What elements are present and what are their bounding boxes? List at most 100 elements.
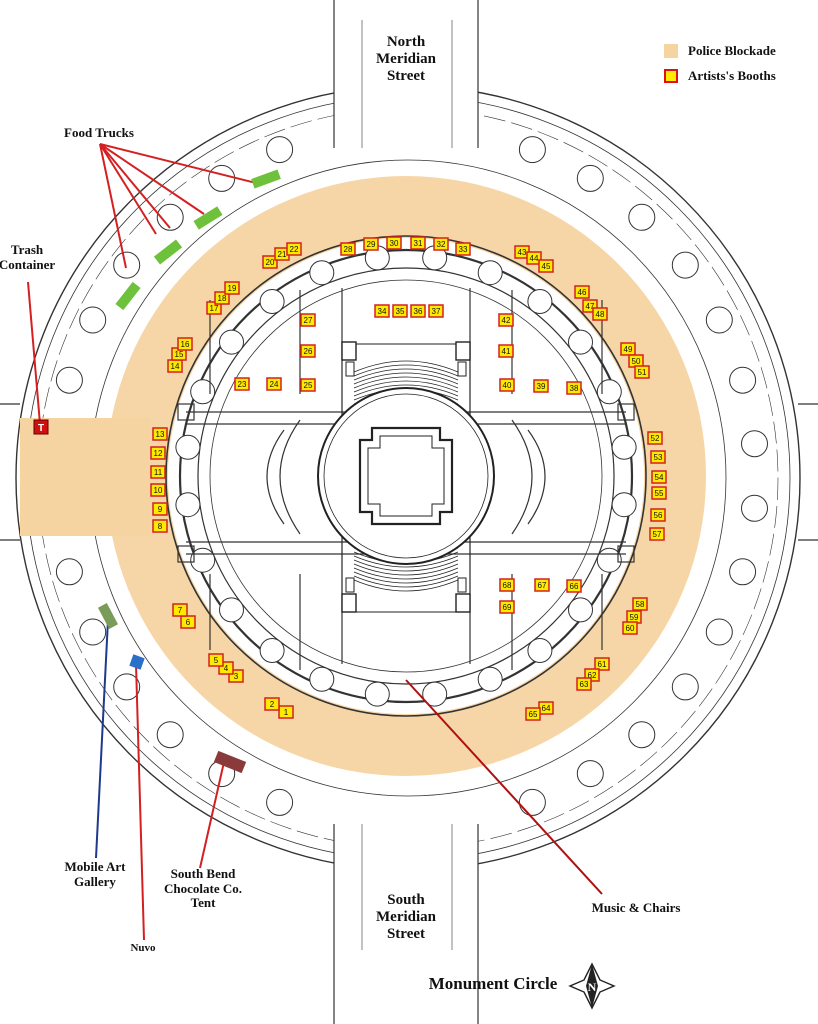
trash-label-line: Container: [0, 256, 56, 272]
monument-step: [353, 563, 459, 576]
artist-booth-49: 49: [620, 342, 636, 356]
booth-number: 65: [529, 710, 538, 719]
booth-box: [224, 281, 240, 295]
artist-booth-29: 29: [363, 237, 379, 251]
artist-booth-14: 14: [167, 359, 183, 373]
tree-planter: [259, 289, 285, 314]
booth-number: 62: [588, 671, 597, 680]
street-label-line: Meridian: [376, 50, 436, 67]
artist-booth-17: 17: [206, 301, 222, 315]
artist-booth-27: 27: [300, 313, 316, 327]
food-trucks-label: Food Trucks: [64, 125, 134, 140]
booth-number: 57: [653, 530, 662, 539]
booth-number: 44: [530, 254, 539, 263]
tree-planter: [671, 251, 699, 279]
booth-number: 4: [224, 664, 229, 673]
artist-booth-56: 56: [650, 508, 666, 522]
booth-box: [208, 653, 224, 667]
police-blockade: [20, 176, 706, 776]
artist-booth-51: 51: [634, 365, 650, 379]
trash-container-letter: T: [38, 423, 44, 434]
booth-box: [533, 379, 549, 393]
booth-number: 3: [234, 672, 239, 681]
chocolate-label-line: Chocolate Co.: [164, 880, 242, 896]
trash-container-label: Trash Container: [0, 242, 62, 272]
booth-number: 16: [181, 340, 190, 349]
booth-box: [526, 251, 542, 265]
tree-planter: [527, 289, 553, 314]
tree-planter: [518, 136, 546, 164]
booth-number: 59: [630, 613, 639, 622]
artist-booth-32: 32: [433, 237, 449, 251]
booth-number: 69: [503, 603, 512, 612]
tree-planter: [729, 366, 757, 394]
tree-planter: [422, 681, 448, 707]
monument-step: [353, 376, 459, 389]
tree-planter: [175, 492, 201, 518]
artist-booth-69: 69: [499, 600, 515, 614]
legend-label: Artists's Booths: [688, 68, 776, 83]
booth-box: [566, 381, 582, 395]
monument-step: [353, 571, 459, 584]
artist-booth-53: 53: [650, 450, 666, 464]
booth-number: 8: [158, 522, 163, 531]
booth-box: [576, 677, 592, 691]
artist-booth-44: 44: [526, 251, 542, 265]
tree-planters: [55, 136, 768, 816]
tree-planter: [729, 558, 757, 586]
booth-number: 54: [655, 473, 664, 482]
legend-label: Police Blockade: [688, 43, 776, 58]
booth-box: [234, 377, 250, 391]
compass-rose: N: [568, 962, 616, 1010]
booth-number: 31: [414, 239, 423, 248]
tree-planter: [705, 306, 733, 334]
booth-box: [150, 446, 166, 460]
booth-box: [172, 603, 188, 617]
monument-step: [353, 575, 459, 588]
artist-booth-13: 13: [152, 427, 168, 441]
booth-box: [574, 285, 590, 299]
artist-booth-8: 8: [152, 519, 168, 533]
artist-booth-48: 48: [592, 307, 608, 321]
tree-planter: [628, 721, 656, 749]
monument-step: [353, 368, 459, 381]
booth-number: 37: [432, 307, 441, 316]
street-label-line: Street: [386, 67, 426, 84]
artist-booth-2: 2: [264, 697, 280, 711]
tree-planter: [309, 666, 335, 692]
artist-booth-66: 66: [566, 579, 582, 593]
artist-booth-46: 46: [574, 285, 590, 299]
booth-box: [180, 615, 196, 629]
artist-booth-61: 61: [594, 657, 610, 671]
mobile-art-label-line: Gallery: [74, 873, 116, 889]
tree-planter: [576, 760, 604, 788]
tree-planter: [113, 673, 141, 701]
compass-north-letter: N: [588, 980, 597, 994]
tree-planter: [79, 618, 107, 646]
artist-booth-22: 22: [286, 242, 302, 256]
legend-artist-booths: Artists's Booths: [664, 68, 776, 84]
tree-planter: [741, 430, 768, 458]
booth-number: 49: [624, 345, 633, 354]
booth-number: 43: [518, 248, 527, 257]
booth-number: 9: [158, 505, 163, 514]
monument-step: [353, 567, 459, 580]
booth-number: 46: [578, 288, 587, 297]
tree-planter: [527, 638, 553, 663]
food-trucks: [115, 169, 281, 311]
booth-box: [594, 657, 610, 671]
tree-planter: [309, 260, 335, 286]
chocolate-label-line: South Bend: [170, 866, 236, 881]
street-label-line: Street: [386, 925, 426, 942]
booth-number: 10: [154, 486, 163, 495]
artist-booth-60: 60: [622, 621, 638, 635]
artist-booth-33: 33: [455, 242, 471, 256]
mobile-art-gallery-label: Mobile Art Gallery: [50, 859, 140, 889]
artist-booth-28: 28: [340, 242, 356, 256]
booth-box: [620, 342, 636, 356]
tree-planter: [611, 434, 637, 460]
west-blockade: [20, 418, 150, 536]
